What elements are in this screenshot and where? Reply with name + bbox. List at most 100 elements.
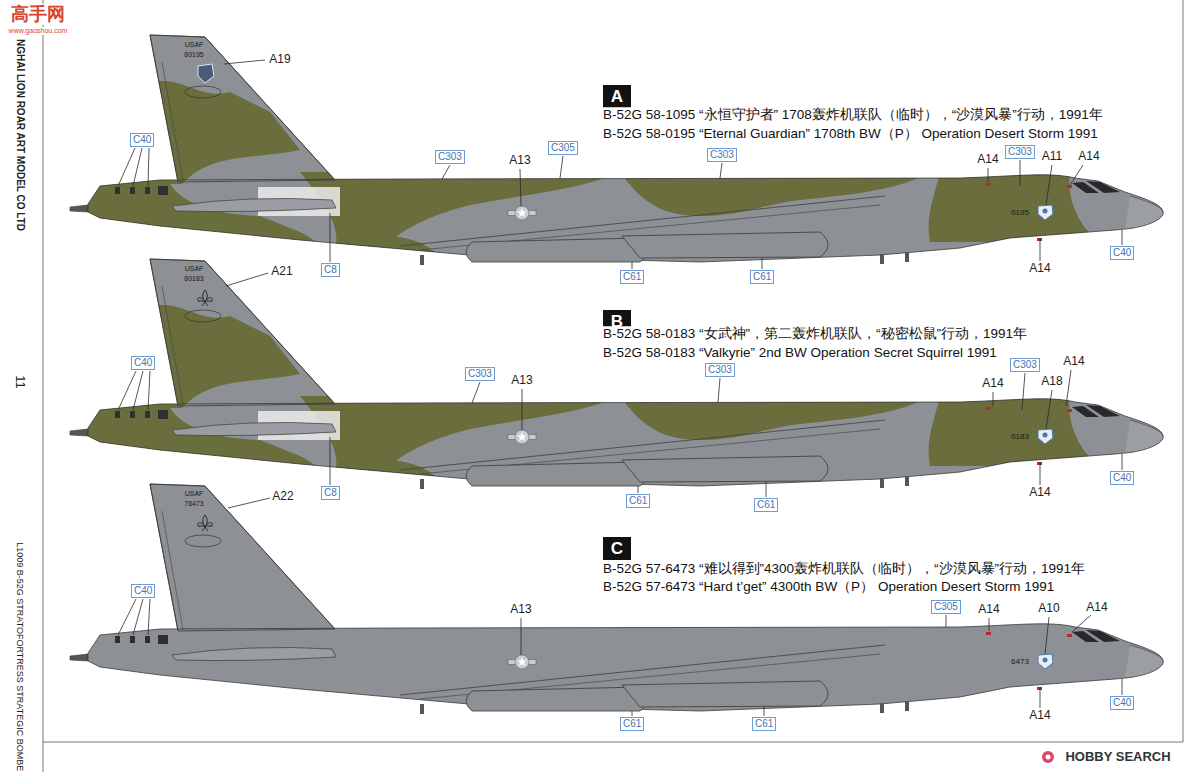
decal-callout-box: C40 — [131, 584, 155, 598]
leader-line — [472, 382, 480, 403]
callout-number: A22 — [272, 490, 293, 504]
leader-line — [766, 482, 767, 497]
scheme-letter-box: A — [603, 85, 631, 108]
leader-line — [1040, 687, 1041, 708]
leader-line — [228, 498, 270, 508]
box-text: C40 — [1113, 472, 1131, 483]
leader-line — [522, 389, 523, 430]
callout-number: A14 — [1063, 355, 1084, 369]
box-text: C61 — [753, 271, 771, 282]
decal-callout-box: C61 — [620, 270, 644, 284]
tail-marking: USAF — [185, 490, 204, 498]
leader-line — [720, 163, 722, 178]
box-text: C303 — [708, 364, 732, 375]
leader-line — [133, 599, 143, 635]
box-text: C40 — [134, 585, 152, 596]
tail-marking: 80183 — [184, 275, 203, 283]
vertical-company-text: NGHAI LION ROAR ART MODEL CO LTD — [14, 39, 26, 231]
leader-line — [1070, 165, 1083, 185]
callout-number: A14 — [1078, 150, 1099, 164]
b52-profile — [60, 259, 1163, 496]
decal-callout-box: C305 — [931, 600, 961, 614]
decal-callout-box: C303 — [707, 148, 737, 162]
decal-callout-box: C61 — [620, 717, 644, 731]
box-text: C305 — [934, 601, 958, 612]
leader-line — [521, 618, 522, 655]
b52-profile — [70, 484, 1163, 714]
callout-number: A14 — [1029, 262, 1050, 276]
nose-number: 0183 — [1011, 432, 1029, 441]
tail-marking: 80195 — [184, 51, 203, 59]
callout-number: A14 — [977, 153, 998, 167]
box-text: C303 — [1013, 359, 1037, 370]
scheme-letter-box: C — [603, 537, 631, 560]
scheme-title: B-52G 57-6473 “难以得到”4300轰炸机联队（临时），“沙漠风暴”… — [603, 561, 1085, 577]
decal-callout-box: C61 — [754, 498, 778, 512]
leader-line — [118, 371, 136, 410]
leader-line — [1020, 160, 1021, 186]
leader-line — [1122, 679, 1123, 695]
leader-lines — [118, 60, 1122, 716]
scheme-title: B-52G 58-0195 “Eternal Guardian” 1708th … — [603, 126, 1098, 142]
leader-line — [1040, 238, 1041, 261]
decal-callout-box: C40 — [1110, 246, 1134, 260]
watermark-logo — [1046, 755, 1051, 760]
leader-line — [1066, 370, 1071, 406]
decal-callout-box: C303 — [435, 150, 465, 164]
decal-callout-box: C305 — [548, 141, 578, 155]
decal-callout-box: C61 — [750, 270, 774, 284]
box-text: C61 — [623, 718, 641, 729]
leader-line — [1022, 373, 1025, 410]
leader-line — [1045, 617, 1049, 654]
leader-line — [560, 156, 563, 178]
leader-line — [632, 711, 633, 716]
box-text: C40 — [1113, 697, 1131, 708]
decal-callout-box: C61 — [626, 494, 650, 508]
leader-line — [988, 168, 989, 182]
decal-callout-box: C303 — [1005, 145, 1035, 159]
page-frame — [43, 0, 44, 772]
box-text: C8 — [324, 264, 337, 275]
box-text: C40 — [133, 134, 151, 145]
callout-number: A13 — [509, 154, 530, 168]
leader-line — [989, 618, 990, 631]
scheme-title: B-52G 58-0183 “女武神”，第二轰炸机联队，“秘密松鼠”行动，199… — [603, 326, 1027, 342]
leader-line — [1046, 390, 1052, 429]
watermark: www.gaoshou.com — [9, 27, 68, 35]
leader-line — [638, 486, 639, 493]
leader-line — [718, 378, 720, 402]
box-text: C61 — [755, 718, 773, 729]
leader-line — [330, 213, 331, 262]
callout-number: A18 — [1041, 375, 1062, 389]
leader-line — [520, 169, 521, 206]
page-number: 11 — [13, 375, 28, 389]
decal-callout-box: C40 — [1110, 696, 1134, 710]
watermark: HOBBY SEARCH — [1065, 750, 1170, 765]
callout-number: A14 — [1029, 486, 1050, 500]
decal-callout-box: C40 — [130, 133, 154, 147]
box-text: A — [611, 87, 623, 106]
leader-line — [1072, 615, 1091, 632]
leader-line — [1122, 230, 1123, 245]
page-frame — [43, 742, 1183, 743]
callout-number: A14 — [1086, 601, 1107, 615]
callout-number: A13 — [511, 374, 532, 388]
leader-line — [946, 615, 947, 627]
tail-marking: 76473 — [184, 500, 203, 508]
box-text: C40 — [134, 357, 152, 368]
leader-line — [764, 707, 765, 716]
vertical-kit-text: L1009 B-52G STRATOFORTRESS STRATEGIC BOM… — [15, 542, 25, 772]
watermark-logo — [1042, 751, 1054, 763]
nose-number: 0195 — [1011, 208, 1029, 217]
leader-line — [148, 599, 150, 635]
callout-number: A11 — [1042, 150, 1062, 164]
tail-marking: USAF — [185, 41, 204, 49]
scheme-title: B-52G 58-1095 “永恒守护者” 1708轰炸机联队（临时），“沙漠风… — [603, 107, 1103, 123]
callout-number: A21 — [271, 265, 292, 279]
callout-number: A19 — [269, 53, 290, 67]
box-text: C8 — [324, 487, 337, 498]
box-text: C305 — [551, 142, 575, 153]
leader-line — [762, 258, 763, 269]
callout-number: A13 — [510, 603, 531, 617]
box-text: C61 — [757, 499, 775, 510]
